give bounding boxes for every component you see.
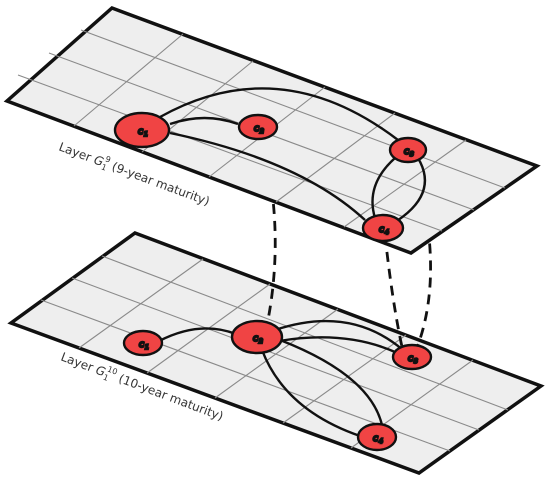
svg-text:1: 1 — [144, 131, 148, 138]
svg-text:3: 3 — [414, 358, 418, 365]
node-top-c1: c 1 — [113, 111, 171, 149]
edge-bottom-c1-c2 — [158, 327, 237, 343]
node-bottom-c4: c 4 — [356, 422, 398, 452]
edge-top-c1-c4 — [169, 131, 366, 221]
svg-text:c: c — [138, 127, 143, 137]
svg-text:c: c — [254, 124, 259, 134]
nodes-top: c 1 c 2 c 3 c 4 — [113, 111, 428, 243]
node-top-c4: c 4 — [361, 213, 405, 243]
edge-bottom-c2-c3-b — [278, 336, 396, 354]
edges-bottom — [158, 319, 404, 438]
svg-text:c: c — [379, 225, 384, 235]
interlayer-link-c3-a — [383, 234, 404, 348]
svg-text:3: 3 — [410, 151, 414, 158]
svg-text:2: 2 — [259, 338, 263, 345]
edge-top-c3-c4-b — [391, 157, 427, 226]
edge-bottom-c2-c3-a — [274, 319, 404, 351]
edges-top — [159, 87, 427, 226]
layer-top: c 1 c 2 c 3 c 4 Layer G19 (9-year maturi… — [3, 5, 541, 255]
svg-text:4: 4 — [385, 229, 389, 236]
svg-text:1: 1 — [145, 344, 149, 351]
edge-top-c3-c4-a — [371, 157, 396, 219]
edge-top-c1-c3 — [159, 87, 399, 141]
node-bottom-c3: c 3 — [391, 343, 433, 371]
edge-bottom-c2-c4-b — [279, 338, 384, 426]
nodes-bottom: c 1 c 2 c 3 c 4 — [122, 319, 433, 452]
svg-text:c: c — [373, 434, 378, 444]
svg-text:4: 4 — [379, 438, 383, 445]
svg-text:c: c — [253, 334, 258, 344]
svg-text:c: c — [139, 340, 144, 350]
node-bottom-c1: c 1 — [122, 329, 164, 357]
edge-bottom-c2-c4-a — [260, 349, 361, 438]
node-bottom-c2: c 2 — [230, 319, 284, 355]
svg-text:c: c — [408, 354, 413, 364]
node-top-c3: c 3 — [388, 136, 428, 164]
node-top-c2: c 2 — [237, 113, 279, 141]
layer-plane-bottom — [7, 231, 545, 475]
layer-bottom: c 1 c 2 c 3 c 4 Layer G110 (10-year matu… — [7, 231, 545, 475]
edge-top-c1-c2 — [169, 116, 239, 126]
svg-text:2: 2 — [260, 128, 264, 135]
svg-text:c: c — [404, 147, 409, 157]
